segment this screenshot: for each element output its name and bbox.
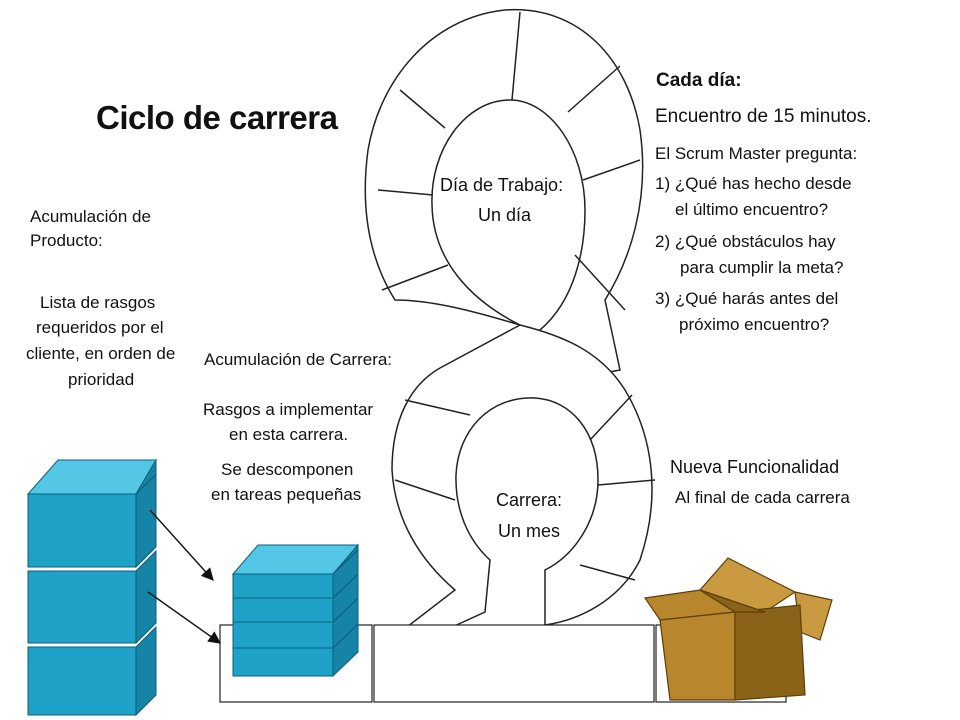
product-backlog-heading-line2: Producto:	[30, 231, 103, 250]
product-block-1-side	[135, 625, 157, 717]
daily-meeting-q1-line1: 1) ¿Qué has hecho desde	[655, 174, 852, 193]
sprint-backlog-desc-line4: en tareas pequeñas	[211, 485, 362, 504]
daily-meeting-q2-line1: 2) ¿Qué obstáculos hay	[655, 232, 836, 251]
sprint-backlog-stack	[231, 543, 360, 678]
daily-meeting-q3-line2: próximo encuentro?	[679, 315, 830, 334]
sprint-backlog-heading: Acumulación de Carrera:	[204, 350, 393, 369]
product-backlog-desc-line2: requeridos por el	[36, 318, 164, 337]
box-inner	[699, 589, 766, 613]
daily-meeting-q1-line2: el último encuentro?	[675, 200, 829, 219]
sprint-cycle-label-line2: Un mes	[498, 521, 561, 541]
daily-cycle-label-line1: Día de Trabajo:	[440, 175, 564, 195]
daily-cycle-ring	[364, 9, 644, 386]
box-front	[659, 611, 736, 701]
product-backlog-stack	[26, 458, 157, 717]
arrow-to-sprint-backlog-upper	[149, 509, 214, 581]
sprint-backlog-desc-line1: Rasgos a implementar	[203, 400, 374, 419]
sprint-block-2	[232, 621, 334, 649]
sprint-cycle-label-line1: Carrera:	[496, 490, 563, 510]
sprint-block-3	[232, 597, 334, 623]
product-block-top	[26, 459, 157, 495]
sprint-cycle-ring	[388, 324, 656, 662]
product-block-3	[27, 493, 137, 568]
product-block-2	[27, 570, 137, 644]
daily-meeting-heading: Cada día:	[656, 70, 742, 91]
new-functionality-line1: Nueva Funcionalidad	[670, 457, 840, 477]
diagram-title: Ciclo de carrera	[96, 99, 338, 136]
new-functionality-box	[643, 557, 833, 701]
daily-meeting-line1: Encuentro de 15 minutos.	[655, 106, 872, 127]
product-backlog-heading-line1: Acumulación de	[30, 207, 151, 226]
product-block-2-side	[135, 549, 157, 645]
product-block-1	[27, 646, 137, 716]
daily-meeting-line2: El Scrum Master pregunta:	[655, 144, 858, 163]
new-functionality-line2: Al final de cada carrera	[675, 488, 850, 507]
product-backlog-desc-line4: prioridad	[68, 370, 135, 389]
product-backlog-desc-line3: cliente, en orden de	[26, 344, 176, 363]
backlog-arrows	[147, 509, 222, 644]
daily-meeting-q2-line2: para cumplir la meta?	[680, 258, 844, 277]
box-side	[734, 604, 806, 701]
sprint-backlog-desc-line2: en esta carrera.	[229, 425, 349, 444]
sprint-block-4	[232, 573, 334, 599]
arrow-to-sprint-backlog-lower	[147, 591, 222, 644]
daily-cycle-label-line2: Un día	[478, 205, 532, 225]
daily-meeting-q3-line1: 3) ¿Qué harás antes del	[655, 289, 839, 308]
sprint-block-1	[232, 647, 334, 677]
sprint-backlog-desc-line3: Se descomponen	[221, 460, 354, 479]
product-backlog-desc-line1: Lista de rasgos	[40, 293, 156, 312]
